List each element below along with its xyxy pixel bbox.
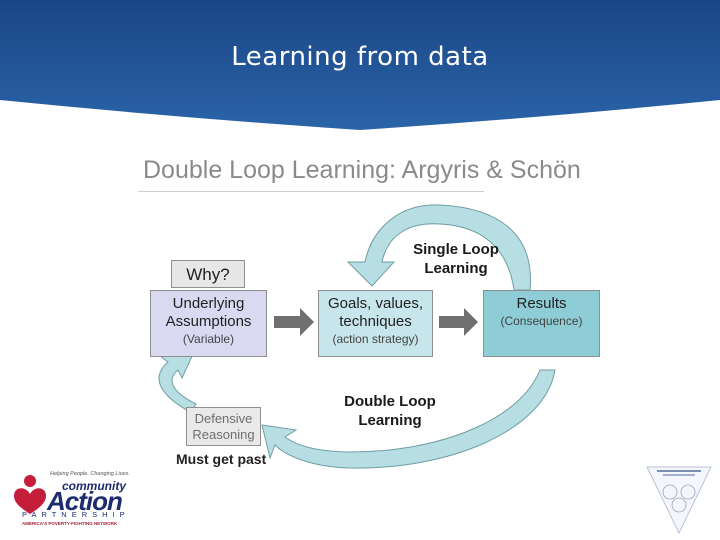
goals-sublabel: (action strategy) xyxy=(332,332,419,346)
slide-header-banner xyxy=(0,0,720,135)
must-get-past-label: Must get past xyxy=(176,451,267,467)
single-loop-label: Single Loop Learning xyxy=(413,241,499,277)
diagram-title: Double Loop Learning: Argyris & Schön xyxy=(143,156,581,184)
defensive-reasoning-box: Defensive Reasoning xyxy=(186,407,261,446)
assumptions-sublabel: (Variable) xyxy=(182,332,235,346)
assumptions-label: Underlying Assumptions xyxy=(165,295,252,330)
goals-to-results-arrow xyxy=(439,308,478,336)
goals-values-box: Goals, values, techniques (action strate… xyxy=(318,290,433,357)
title-underline xyxy=(138,191,484,192)
heart-figure-icon xyxy=(14,475,46,514)
community-action-logo: Helping People. Changing Lives. communit… xyxy=(10,468,130,530)
assumptions-to-goals-arrow xyxy=(274,308,314,336)
defensive-loop-arrow xyxy=(158,353,197,413)
logo-community: community xyxy=(62,479,127,493)
logo-tagline: Helping People. Changing Lives. xyxy=(50,471,130,477)
underlying-assumptions-box: Underlying Assumptions (Variable) xyxy=(150,290,267,357)
why-box: Why? xyxy=(171,260,245,288)
results-sublabel: (Consequence) xyxy=(500,314,583,328)
double-loop-label: Double Loop Learning xyxy=(344,393,436,429)
logo-action: Action xyxy=(47,486,123,516)
logo-network: AMERICA'S POVERTY-FIGHTING NETWORK xyxy=(22,521,118,526)
logo-partnership: PARTNERSHIP xyxy=(22,510,130,519)
results-label: Results xyxy=(516,295,567,312)
header-banner-shape xyxy=(0,0,720,130)
slide-title: Learning from data xyxy=(231,42,489,72)
goals-label: Goals, values, techniques xyxy=(327,295,424,330)
single-loop-arrow xyxy=(346,204,531,291)
double-loop-arrow xyxy=(261,369,556,469)
results-box: Results (Consequence) xyxy=(483,290,600,357)
triangle-badge-icon xyxy=(646,466,712,535)
